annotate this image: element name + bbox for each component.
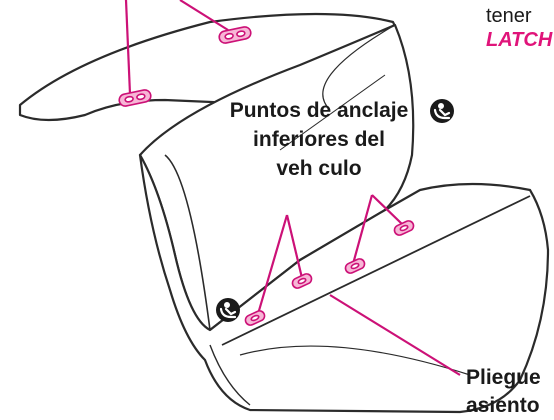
anchor-seat-1 <box>244 310 266 326</box>
anchor-folded-1 <box>118 89 152 107</box>
leader-lines <box>124 0 461 376</box>
crease-label-line2: asiento <box>466 394 540 417</box>
crease-label: Pliegue asiento <box>466 364 541 420</box>
anchor-points <box>118 26 415 326</box>
anchor-label-line3: veh culo <box>276 157 362 180</box>
latch-note: tener LATCH <box>486 4 552 52</box>
anchor-seat-4 <box>393 220 415 236</box>
anchor-points-label: Puntos de anclaje inferiores del veh cul… <box>203 96 435 183</box>
anchor-seat-2 <box>291 273 313 289</box>
seat-cushion <box>138 153 550 414</box>
child-seat-symbol-icon <box>430 99 454 123</box>
crease-label-line1: Pliegue <box>466 366 541 389</box>
latch-note-line1: tener <box>486 5 532 27</box>
anchor-label-line1: Puntos de anclaje <box>229 99 409 122</box>
anchor-label-line2: inferiores del <box>253 128 385 151</box>
anchor-seat-3 <box>344 258 366 274</box>
latch-note-line2: LATCH <box>486 29 553 51</box>
child-seat-symbol-icon <box>216 298 240 322</box>
anchor-folded-2 <box>218 26 252 44</box>
